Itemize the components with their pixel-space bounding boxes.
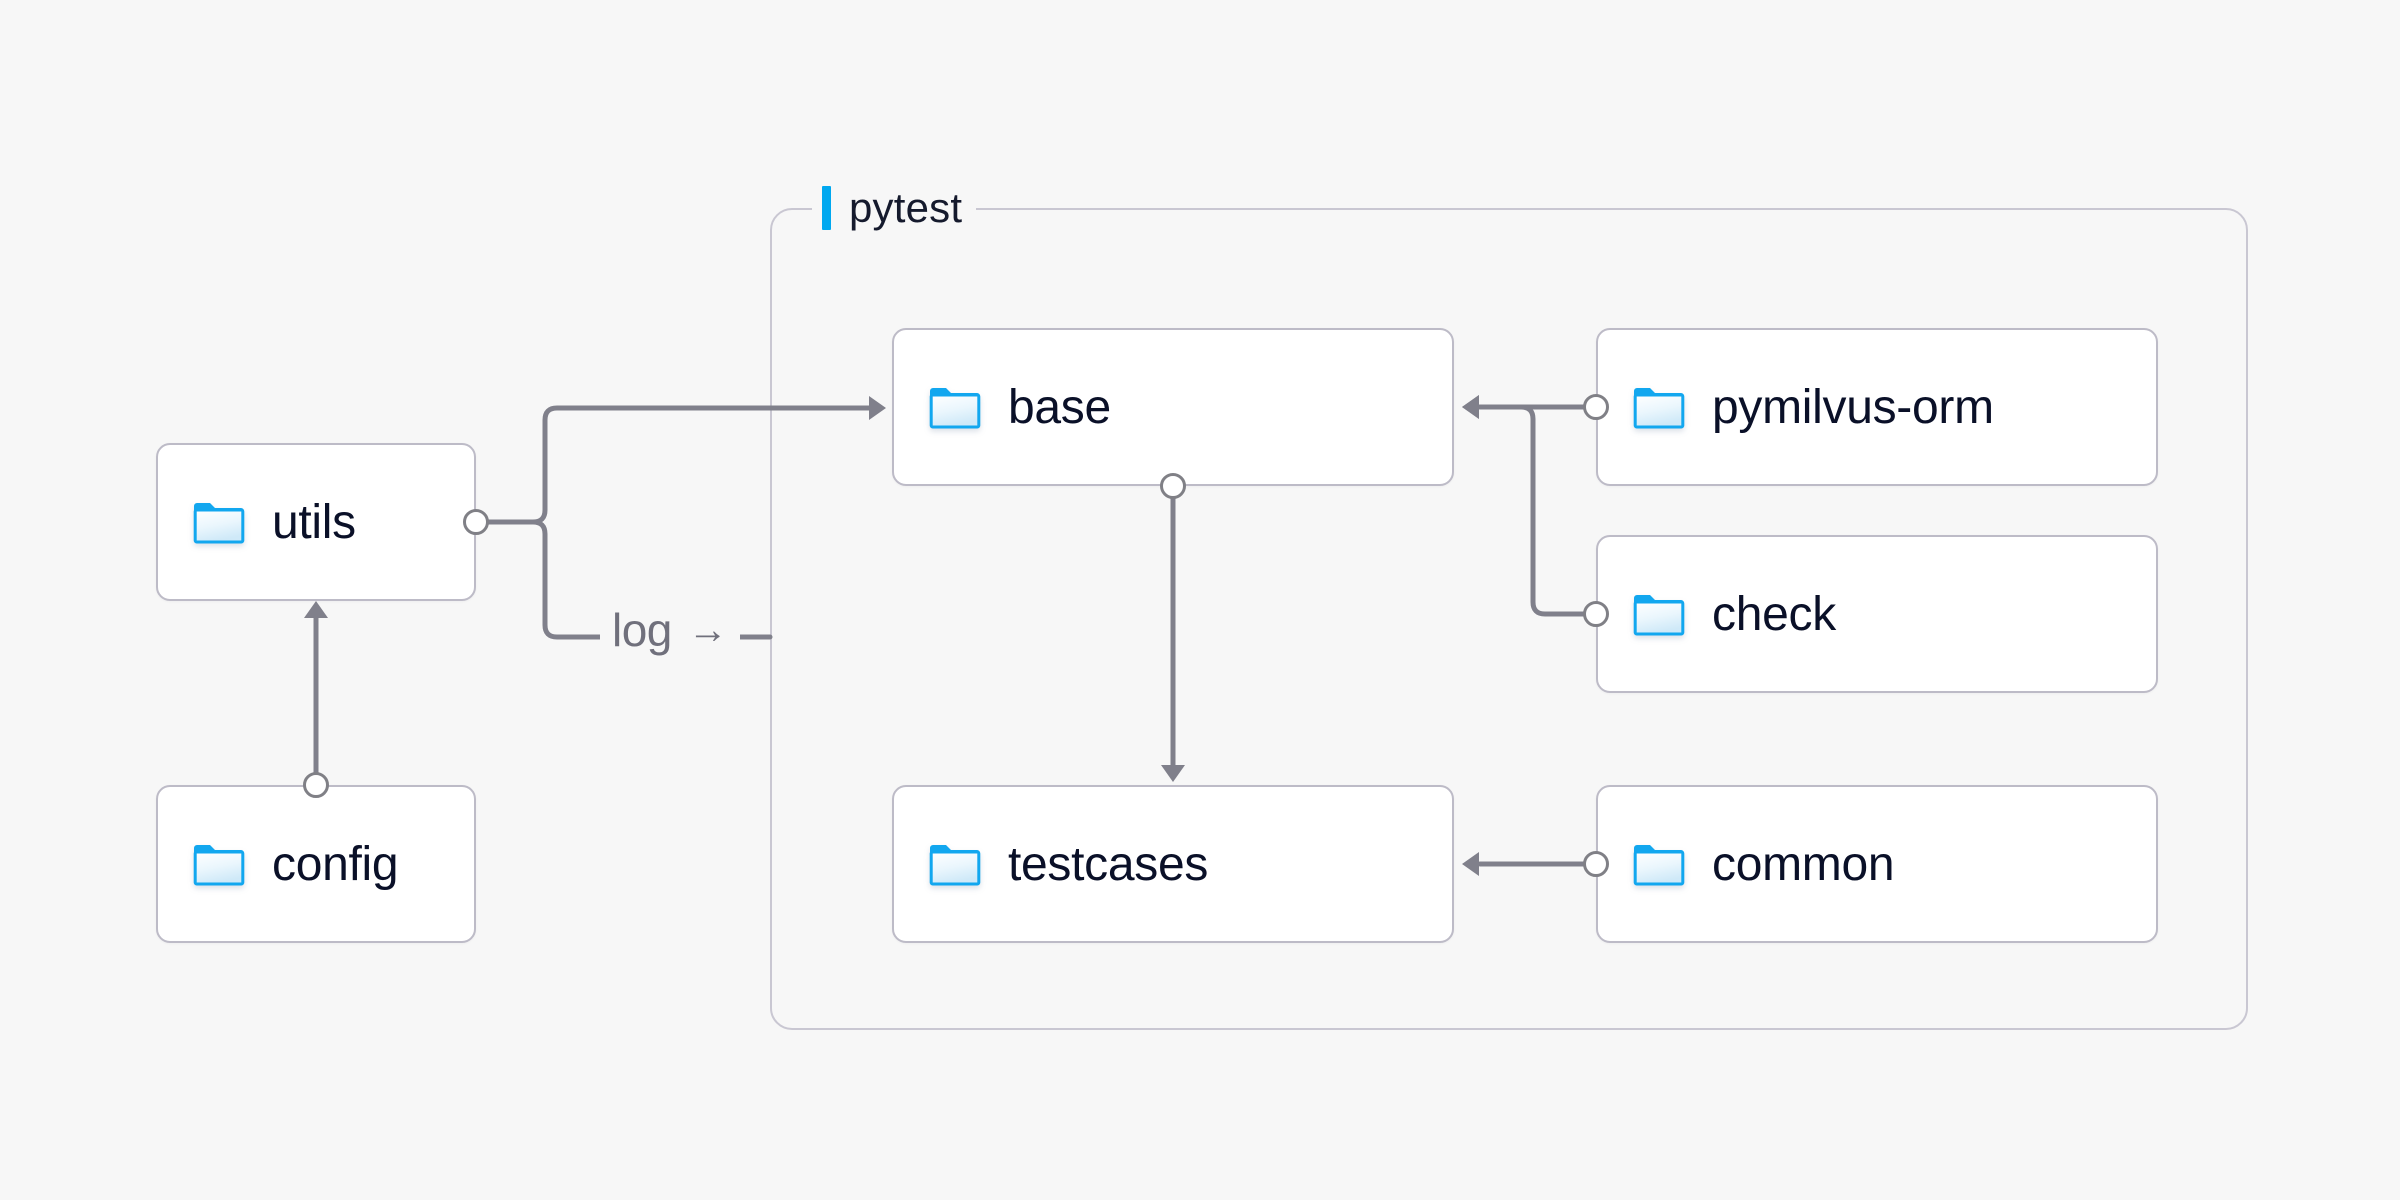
pymilvus-orm-left-handle[interactable] bbox=[1583, 394, 1609, 420]
folder-icon bbox=[192, 841, 246, 887]
arrow-right-icon: → bbox=[687, 608, 728, 652]
node-base[interactable]: base bbox=[892, 328, 1454, 486]
base-bottom-handle[interactable] bbox=[1160, 473, 1186, 499]
node-label: common bbox=[1712, 837, 1895, 891]
utils-right-handle[interactable] bbox=[463, 509, 489, 535]
edge-label-text: log bbox=[612, 604, 672, 656]
folder-icon bbox=[928, 841, 982, 887]
node-utils[interactable]: utils bbox=[156, 443, 476, 601]
common-left-handle[interactable] bbox=[1583, 851, 1609, 877]
node-label: pymilvus-orm bbox=[1712, 380, 1994, 434]
node-check[interactable]: check bbox=[1596, 535, 2158, 693]
config-top-handle[interactable] bbox=[303, 772, 329, 798]
folder-icon bbox=[1632, 591, 1686, 637]
group-title: pytest bbox=[849, 184, 963, 231]
folder-icon bbox=[192, 499, 246, 545]
check-left-handle[interactable] bbox=[1583, 601, 1609, 627]
node-config[interactable]: config bbox=[156, 785, 476, 943]
node-label: utils bbox=[272, 495, 356, 549]
node-pymilvus-orm[interactable]: pymilvus-orm bbox=[1596, 328, 2158, 486]
node-testcases[interactable]: testcases bbox=[892, 785, 1454, 943]
node-label: testcases bbox=[1008, 837, 1209, 891]
node-label: config bbox=[272, 837, 399, 891]
log-label[interactable]: log → bbox=[600, 603, 740, 657]
accent-bar-icon bbox=[822, 186, 831, 230]
group-label-pytest: pytest bbox=[812, 184, 977, 231]
edge-config-to-utils[interactable] bbox=[304, 601, 328, 788]
folder-icon bbox=[928, 384, 982, 430]
folder-icon bbox=[1632, 384, 1686, 430]
node-label: check bbox=[1712, 587, 1836, 641]
node-label: base bbox=[1008, 380, 1111, 434]
folder-icon bbox=[1632, 841, 1686, 887]
node-common[interactable]: common bbox=[1596, 785, 2158, 943]
